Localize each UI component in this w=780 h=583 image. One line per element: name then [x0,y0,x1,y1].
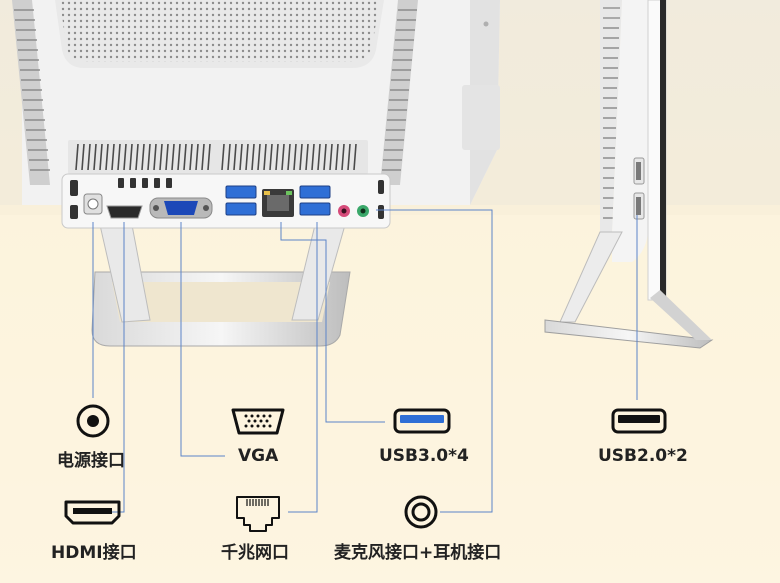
pc-side-view [544,0,714,349]
power-port-icon [76,404,110,438]
pc-stand [91,224,351,347]
power-port-label: 电源接口 [57,451,125,471]
leader-lines [92,209,638,513]
hdmi-port-label: HDMI接口 [51,543,137,563]
usb2-port-label: USB2.0*2 [598,446,688,466]
usb3-port-icon [393,408,451,434]
io-panel [61,173,391,229]
audio-jack-icon [404,495,438,529]
audio-port-label: 麦克风接口+耳机接口 [334,543,502,563]
vga-port-icon [231,408,285,435]
usb2-port-icon [611,408,667,434]
pc-back-view [12,0,500,205]
usb3-port-label: USB3.0*4 [379,446,469,466]
hdmi-port-icon [64,500,121,525]
vga-port-label: VGA [238,446,279,466]
ethernet-port-icon [236,496,280,532]
ethernet-port-label: 千兆网口 [221,543,289,563]
